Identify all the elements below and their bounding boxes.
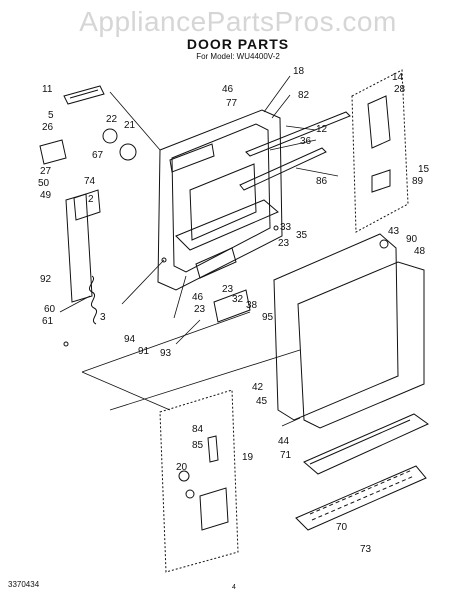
callout-23c: 23 xyxy=(222,284,234,295)
callout-2: 2 xyxy=(88,194,94,205)
callout-48: 48 xyxy=(414,246,426,257)
callout-15: 15 xyxy=(418,164,430,175)
callout-46b: 46 xyxy=(192,292,204,303)
vent-panel xyxy=(295,465,427,531)
callout-28: 28 xyxy=(394,84,406,95)
callout-33: 33 xyxy=(280,222,292,233)
watermark: AppliancePartsPros.com xyxy=(79,6,397,37)
callout-67: 67 xyxy=(92,150,104,161)
callout-12: 12 xyxy=(316,124,328,135)
callout-45: 45 xyxy=(256,396,268,407)
callout-23: 23 xyxy=(278,238,290,249)
callout-49: 49 xyxy=(40,190,52,201)
callout-61: 61 xyxy=(42,316,54,327)
page-title: DOOR PARTS xyxy=(186,36,290,52)
document-number: 3370434 xyxy=(8,580,40,589)
callout-27: 27 xyxy=(40,166,52,177)
callout-19: 19 xyxy=(242,452,254,463)
bottom-door-handle xyxy=(303,413,429,475)
callout-5: 5 xyxy=(48,110,54,121)
callout-44: 44 xyxy=(278,436,290,447)
callout-85: 85 xyxy=(192,440,204,451)
switch-kit-box xyxy=(159,389,239,573)
callout-82: 82 xyxy=(298,90,310,101)
callout-95: 95 xyxy=(262,312,274,323)
door-rail xyxy=(239,111,351,191)
callout-50: 50 xyxy=(38,178,50,189)
callout-91: 91 xyxy=(138,346,150,357)
callout-20: 20 xyxy=(176,462,188,473)
callout-11: 11 xyxy=(42,84,53,95)
hinge-bracket xyxy=(367,95,391,193)
callout-42: 42 xyxy=(252,382,264,393)
callout-14: 14 xyxy=(392,72,404,83)
callout-94: 94 xyxy=(124,334,136,345)
page-number: 4 xyxy=(232,584,236,591)
callout-89: 89 xyxy=(412,176,424,187)
callout-93: 93 xyxy=(160,348,172,359)
side-panel-spring xyxy=(63,193,98,347)
callout-36: 36 xyxy=(300,136,312,147)
callout-35: 35 xyxy=(296,230,308,241)
callout-92: 92 xyxy=(40,274,52,285)
door-latch-handle xyxy=(63,85,105,105)
callout-22: 22 xyxy=(106,114,118,125)
callout-18: 18 xyxy=(293,66,305,77)
callout-84: 84 xyxy=(192,424,204,435)
callout-32: 32 xyxy=(232,294,244,305)
door-switch xyxy=(178,435,229,531)
callout-21: 21 xyxy=(124,120,136,131)
latch-parts xyxy=(39,128,137,221)
outer-door-panel xyxy=(273,233,425,429)
callout-77: 77 xyxy=(226,98,238,109)
callout-71: 71 xyxy=(280,450,292,461)
callout-90: 90 xyxy=(406,234,418,245)
callout-3: 3 xyxy=(100,312,106,323)
callout-46: 46 xyxy=(222,84,234,95)
callout-23b: 23 xyxy=(194,304,206,315)
model-subtitle: For Model: WU4400V-2 xyxy=(196,52,280,61)
leader-lines xyxy=(59,75,339,427)
callout-86: 86 xyxy=(316,176,328,187)
callout-60: 60 xyxy=(44,304,56,315)
callout-70: 70 xyxy=(336,522,348,533)
callout-74: 74 xyxy=(84,176,96,187)
inner-door-panel xyxy=(157,109,283,291)
callout-43: 43 xyxy=(388,226,400,237)
callout-26: 26 xyxy=(42,122,54,133)
callout-73: 73 xyxy=(360,544,372,555)
callout-labels: 18 46 77 82 11 14 28 5 26 22 21 12 36 67… xyxy=(38,66,430,555)
hinge-kit-box xyxy=(351,69,409,233)
callout-38: 38 xyxy=(246,300,258,311)
door-control-mounting xyxy=(175,199,279,323)
